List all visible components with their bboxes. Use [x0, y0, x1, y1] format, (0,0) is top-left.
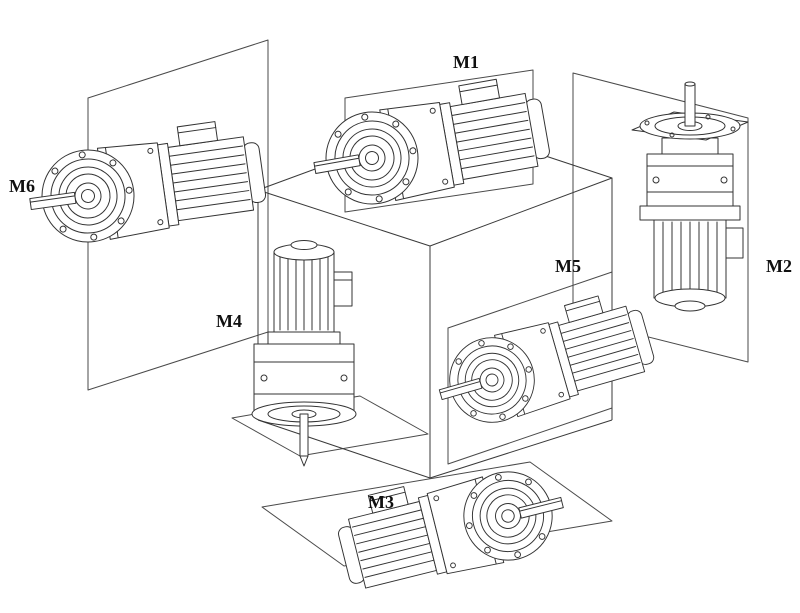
gearmotor-m1 — [304, 71, 554, 214]
gearmotor-m2 — [631, 81, 749, 312]
label-m5: M5 — [555, 256, 581, 276]
mounting-plane-m3 — [261, 461, 613, 567]
label-m2: M2 — [766, 256, 792, 276]
gearmotor-m5 — [426, 285, 660, 436]
label-m6: M6 — [9, 176, 35, 196]
cube-edges — [257, 178, 613, 479]
gearmotor-m3 — [330, 449, 574, 601]
gearmotor-m6 — [22, 115, 270, 251]
label-m1: M1 — [453, 52, 479, 72]
label-m4: M4 — [216, 311, 242, 331]
label-m3: M3 — [368, 492, 394, 512]
